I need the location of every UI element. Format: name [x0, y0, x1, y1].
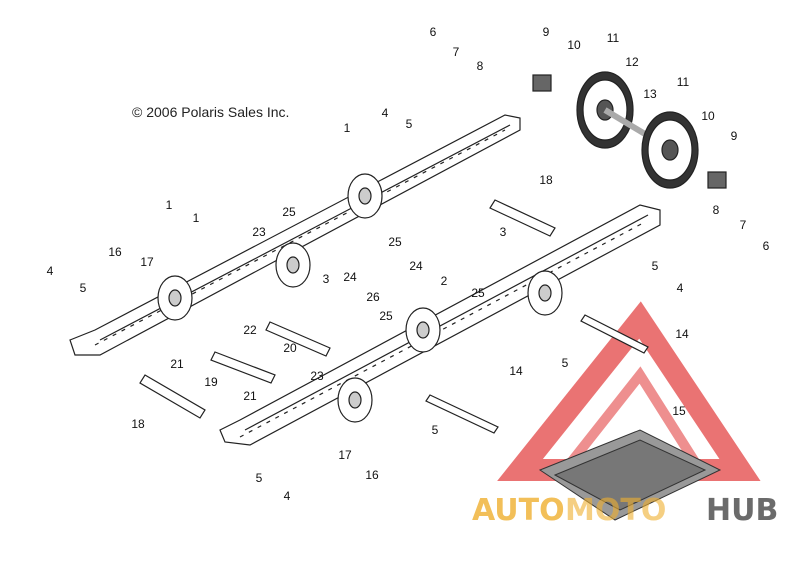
callout-1: 1	[193, 211, 200, 225]
shaft-20	[210, 351, 276, 384]
callout-1: 1	[166, 198, 173, 212]
callout-12: 12	[625, 55, 639, 69]
callout-5: 5	[256, 471, 263, 485]
callout-24: 24	[343, 270, 357, 284]
callout-3: 3	[500, 225, 507, 239]
copyright-text: © 2006 Polaris Sales Inc.	[132, 104, 290, 120]
idler-wheel-4	[337, 377, 373, 423]
callout-18: 18	[131, 417, 145, 431]
callout-5: 5	[562, 356, 569, 370]
callout-16: 16	[365, 468, 379, 482]
idler-wheel-3	[347, 173, 383, 219]
callout-1: 1	[344, 121, 351, 135]
watermark-part1: AUTO	[472, 493, 565, 528]
callout-20: 20	[283, 341, 297, 355]
callout-11: 11	[607, 31, 620, 45]
watermark-part2: MOTO	[565, 493, 666, 528]
callout-11: 11	[677, 75, 690, 89]
callout-6: 6	[430, 25, 437, 39]
shaft-18-left	[139, 374, 206, 419]
shaft-middle	[265, 321, 331, 357]
idler-wheel-6	[527, 270, 563, 316]
track-assembly	[538, 429, 722, 521]
callout-13: 13	[643, 87, 657, 101]
callout-6: 6	[763, 239, 770, 253]
callout-16: 16	[108, 245, 122, 259]
callout-19: 19	[204, 375, 218, 389]
end-cap-right	[707, 171, 727, 189]
right-rail-slots	[239, 221, 646, 438]
callout-2: 2	[441, 274, 448, 288]
callout-25: 25	[471, 286, 485, 300]
callout-25: 25	[282, 205, 296, 219]
callout-14: 14	[509, 364, 523, 378]
idler-wheels	[157, 173, 563, 423]
watermark-part3: HUB	[706, 493, 778, 528]
watermark-text: AUTO MOTO HUB	[472, 493, 778, 528]
callout-9: 9	[731, 129, 738, 143]
left-rail-slots	[94, 129, 506, 346]
callout-4: 4	[47, 264, 54, 278]
idler-wheel-1	[157, 275, 193, 321]
callout-5: 5	[80, 281, 87, 295]
callout-3: 3	[323, 272, 330, 286]
callout-25: 25	[379, 309, 393, 323]
callout-24: 24	[409, 259, 423, 273]
shaft-14-a	[425, 394, 499, 434]
callout-23: 23	[252, 225, 266, 239]
shaft-14-b	[580, 314, 649, 354]
callout-4: 4	[284, 489, 291, 503]
idler-wheel-2	[275, 242, 311, 288]
callout-15: 15	[672, 404, 686, 418]
callout-10: 10	[701, 109, 715, 123]
idler-wheel-5	[405, 307, 441, 353]
callout-4: 4	[382, 106, 389, 120]
callout-7: 7	[740, 218, 747, 232]
right-rail-detail	[244, 214, 649, 431]
rear-wheel-assembly	[532, 71, 727, 189]
callout-5: 5	[406, 117, 413, 131]
callout-5: 5	[432, 423, 439, 437]
callout-22: 22	[243, 323, 257, 337]
callout-17: 17	[338, 448, 352, 462]
callout-17: 17	[140, 255, 154, 269]
callout-10: 10	[567, 38, 581, 52]
end-cap-left	[532, 74, 552, 92]
callout-25: 25	[388, 235, 402, 249]
cross-shafts	[139, 199, 649, 434]
callout-5: 5	[652, 259, 659, 273]
callout-26: 26	[366, 290, 380, 304]
callout-7: 7	[453, 45, 460, 59]
callout-21: 21	[170, 357, 184, 371]
callout-18: 18	[539, 173, 553, 187]
callout-14: 14	[675, 327, 689, 341]
callout-8: 8	[713, 203, 720, 217]
shaft-18-right	[489, 199, 556, 237]
callout-4: 4	[677, 281, 684, 295]
callout-21: 21	[243, 389, 257, 403]
callout-9: 9	[543, 25, 550, 39]
callout-23: 23	[310, 369, 324, 383]
callout-8: 8	[477, 59, 484, 73]
